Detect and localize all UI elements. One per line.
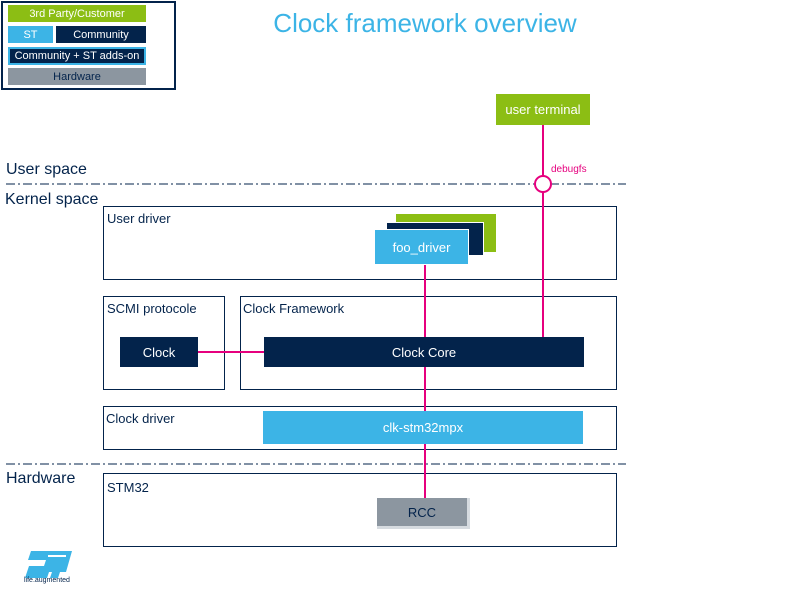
legend-third-party: 3rd Party/Customer xyxy=(8,5,146,22)
panel-clock-driver-label: Clock driver xyxy=(106,411,175,426)
legend-community-st-addson: Community + ST adds-on xyxy=(8,47,146,65)
rcc-block: RCC xyxy=(377,498,470,529)
panel-stm32: STM32 xyxy=(103,473,617,547)
legend-st: ST xyxy=(8,26,53,43)
page-title: Clock framework overview xyxy=(273,8,577,38)
panel-clock-framework-label: Clock Framework xyxy=(243,301,345,316)
legend-hardware: Hardware xyxy=(8,68,146,85)
clock-block: Clock xyxy=(120,337,198,367)
panel-scmi-protocol-label: SCMI protocole xyxy=(107,301,197,316)
debugfs-label: debugfs xyxy=(551,164,587,175)
user-terminal-block: user terminal xyxy=(496,94,590,125)
zone-kernel-space: Kernel space xyxy=(5,191,99,208)
clk-stm32mpx-block: clk-stm32mpx xyxy=(263,411,583,444)
zone-hardware: Hardware xyxy=(6,470,76,487)
zone-user-space: User space xyxy=(6,161,87,178)
clock-core-block: Clock Core xyxy=(264,337,584,367)
foo-driver-block: foo_driver xyxy=(374,229,469,265)
panel-user-driver-label: User driver xyxy=(107,211,171,226)
st-logo-tagline: life.augmented xyxy=(24,577,70,584)
panel-user-driver: User driver xyxy=(103,206,617,280)
panel-stm32-label: STM32 xyxy=(107,480,149,495)
legend-community: Community xyxy=(56,26,146,43)
legend: 3rd Party/Customer ST Community Communit… xyxy=(1,1,176,90)
